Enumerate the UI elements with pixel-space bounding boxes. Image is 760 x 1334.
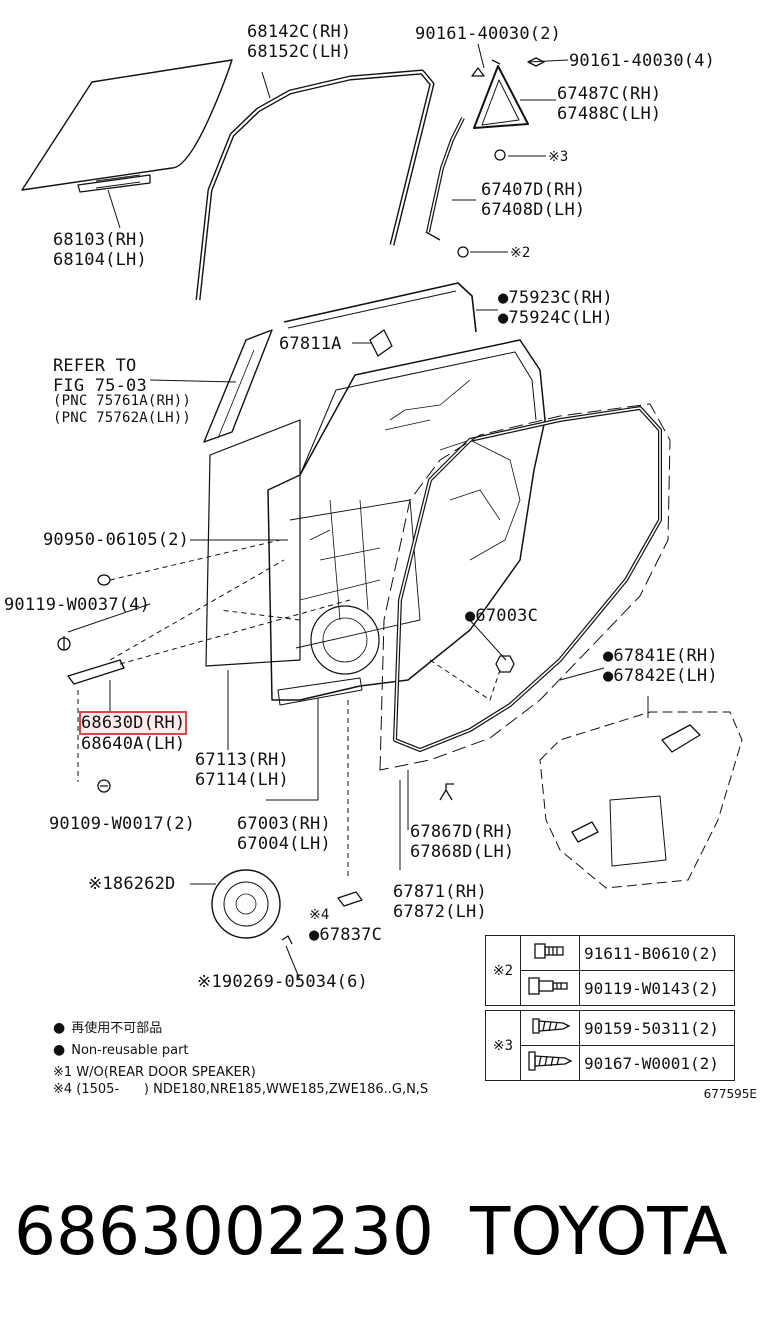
label-90119: 90119-W0037(4) xyxy=(4,595,151,615)
part-number: 6863002230 xyxy=(14,1193,434,1270)
speaker-outline xyxy=(211,869,281,939)
legend-non-reuse-en: Non-reusable part xyxy=(53,1040,188,1061)
label-door-panel: 67003(RH) 67004(LH) xyxy=(237,814,331,854)
tapping-screw-icon xyxy=(520,1045,580,1081)
bolt-table-3-marker: ※3 xyxy=(485,1010,521,1081)
door-weatherstrip xyxy=(393,406,662,752)
shoulder-bolt-icon xyxy=(520,970,580,1006)
label-67811a: 67811A xyxy=(279,334,342,354)
bolt-part-90159: 90159-50311(2) xyxy=(579,1010,735,1046)
label-pnc: (PNC 75761A(RH)) (PNC 75762A(LH)) xyxy=(53,393,192,426)
bolt-part-90119: 90119-W0143(2) xyxy=(579,970,735,1006)
quarter-window-frame xyxy=(473,65,529,129)
label-note-2: ※2 xyxy=(510,245,531,261)
bolt-part-90167: 90167-W0001(2) xyxy=(579,1045,735,1081)
label-90109: 90109-W0017(2) xyxy=(49,814,196,834)
label-90269: ※190269-05034(6) xyxy=(197,972,368,992)
label-run-channel: 68142C(RH) 68152C(LH) xyxy=(247,22,352,62)
door-inner-frame xyxy=(267,339,546,701)
screw-icon xyxy=(520,1010,580,1046)
belt-moulding xyxy=(283,282,477,333)
label-68640a: 68640A(LH) xyxy=(81,734,186,754)
bolt-table-2-marker: ※2 xyxy=(485,935,521,1006)
label-weatherstrip: 67867D(RH) 67868D(LH) xyxy=(410,822,515,862)
label-90950: 90950-06105(2) xyxy=(43,530,190,550)
label-67003c: ●67003C xyxy=(465,606,539,626)
label-quarter-frame: 67487C(RH) 67488C(LH) xyxy=(557,84,662,124)
diagram-code: 677595E xyxy=(703,1087,757,1101)
label-screw-90161-4: 90161-40030(4) xyxy=(569,51,716,71)
door-glass-outline xyxy=(21,59,233,191)
weatherstrip-outer xyxy=(379,403,671,771)
legend-non-reuse-jp: 再使用不可部品 xyxy=(53,1018,162,1039)
service-hole-cover xyxy=(539,711,743,889)
label-note-4: ※4 xyxy=(309,907,330,923)
label-67837c: ●67837C xyxy=(309,925,383,945)
flange-bolt-icon xyxy=(520,935,580,971)
legend-note-1: ※1 W/O(REAR DOOR SPEAKER) xyxy=(53,1065,256,1080)
bolt-table-2: ※2 91611-B0610(2) 90119-W0143(2) xyxy=(485,935,735,1006)
label-door-glass: 68103(RH) 68104(LH) xyxy=(53,230,147,270)
glass-run-channel xyxy=(195,69,435,301)
label-68630d-highlighted[interactable]: 68630D(RH) xyxy=(78,711,188,735)
label-division-bar: 67407D(RH) 67408D(LH) xyxy=(481,180,586,220)
label-67871: 67871(RH) 67872(LH) xyxy=(393,882,487,922)
glass-channel-bracket xyxy=(77,174,151,193)
bolt-table-3: ※3 90159-50311(2) 90167-W0001(2) xyxy=(485,1010,735,1081)
label-belt-moulding: ●75923C(RH) ●75924C(LH) xyxy=(498,288,613,328)
label-67113: 67113(RH) 67114(LH) xyxy=(195,750,289,790)
legend-note-4: ※4 (1505- ) NDE180,NRE185,WWE185,ZWE186.… xyxy=(53,1082,429,1097)
black-out-tape xyxy=(203,329,273,443)
label-note-3: ※3 xyxy=(548,149,569,165)
label-screw-90161-2: 90161-40030(2) xyxy=(415,24,562,44)
bolt-part-91611: 91611-B0610(2) xyxy=(579,935,735,971)
label-speaker: ※186262D xyxy=(88,874,176,894)
brand-name: TOYOTA xyxy=(470,1193,728,1270)
door-check-link xyxy=(67,659,125,685)
division-bar xyxy=(426,117,465,233)
label-service-cover: ●67841E(RH) ●67842E(LH) xyxy=(603,646,718,686)
door-outer-panel xyxy=(205,419,301,667)
label-refer-fig: REFER TO FIG 75-03 xyxy=(53,356,147,396)
